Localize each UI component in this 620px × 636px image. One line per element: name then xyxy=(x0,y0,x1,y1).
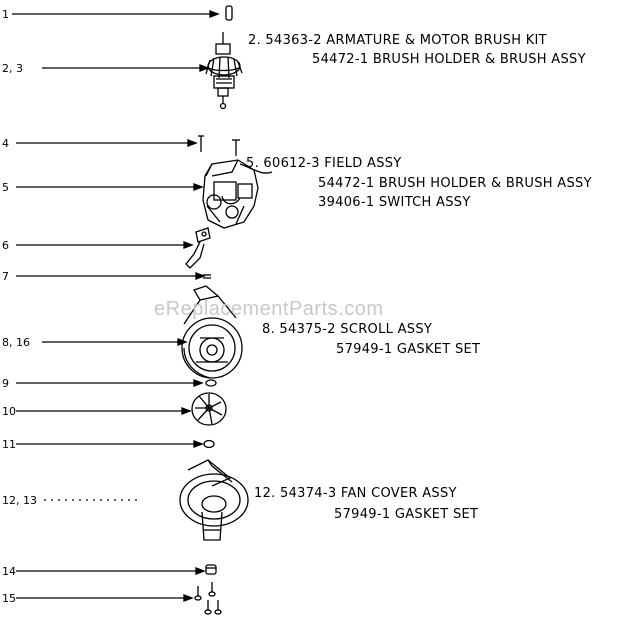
leader-11 xyxy=(16,440,204,448)
part-6-switch xyxy=(185,227,211,269)
part-11-washer xyxy=(203,439,215,449)
callout-12-13: 12, 13 xyxy=(2,494,37,507)
callout-14: 14 xyxy=(2,565,16,578)
part-15-screws xyxy=(194,582,222,615)
leader-10 xyxy=(16,407,192,415)
callout-9: 9 xyxy=(2,377,9,390)
callout-1: 1 xyxy=(2,8,9,21)
leader-2-3 xyxy=(42,64,210,72)
leader-5 xyxy=(16,183,204,191)
callout-10: 10 xyxy=(2,405,16,418)
leader-8-16 xyxy=(42,338,188,346)
part-8-scroll xyxy=(181,285,243,379)
callout-2-3: 2, 3 xyxy=(2,62,23,75)
watermark: eReplacementParts.com xyxy=(154,298,384,320)
part-12-fan-cover xyxy=(179,459,249,541)
callout-8-16: 8, 16 xyxy=(2,336,30,349)
part-14-plug xyxy=(205,564,217,575)
part-5-field-assy xyxy=(202,159,273,229)
leader-15 xyxy=(16,594,194,602)
part-label-gasket-2: 57949-1 GASKET SET xyxy=(334,507,479,522)
part-label-armature: 2. 54363-2 ARMATURE & MOTOR BRUSH KIT xyxy=(248,33,547,48)
callout-11: 11 xyxy=(2,438,16,451)
part-2-armature xyxy=(205,32,243,110)
leader-lines xyxy=(12,10,220,602)
callout-5: 5 xyxy=(2,181,9,194)
part-label-scroll: 8. 54375-2 SCROLL ASSY xyxy=(262,322,433,337)
part-label-switch: 39406-1 SWITCH ASSY xyxy=(318,195,471,210)
part-1-bearing xyxy=(225,5,233,21)
part-9-washer xyxy=(205,379,217,387)
part-label-fan-cover: 12. 54374-3 FAN COVER ASSY xyxy=(254,486,457,501)
part-label-field: 5. 60612-3 FIELD ASSY xyxy=(246,156,402,171)
part-4-screws xyxy=(198,135,240,156)
part-10-fan xyxy=(191,392,227,426)
callout-15: 15 xyxy=(2,592,16,605)
leader-6 xyxy=(16,241,194,249)
leader-14 xyxy=(16,567,206,575)
leader-1 xyxy=(12,10,220,18)
leader-9 xyxy=(16,379,204,387)
leader-4 xyxy=(16,139,198,147)
callout-6: 6 xyxy=(2,239,9,252)
callout-4: 4 xyxy=(2,137,9,150)
part-label-brush-holder-2: 54472-1 BRUSH HOLDER & BRUSH ASSY xyxy=(318,176,592,191)
callout-7: 7 xyxy=(2,270,9,283)
part-label-gasket-1: 57949-1 GASKET SET xyxy=(336,342,481,357)
part-label-brush-holder-1: 54472-1 BRUSH HOLDER & BRUSH ASSY xyxy=(312,52,586,67)
leader-7 xyxy=(16,272,206,280)
part-7-washer xyxy=(203,274,211,279)
